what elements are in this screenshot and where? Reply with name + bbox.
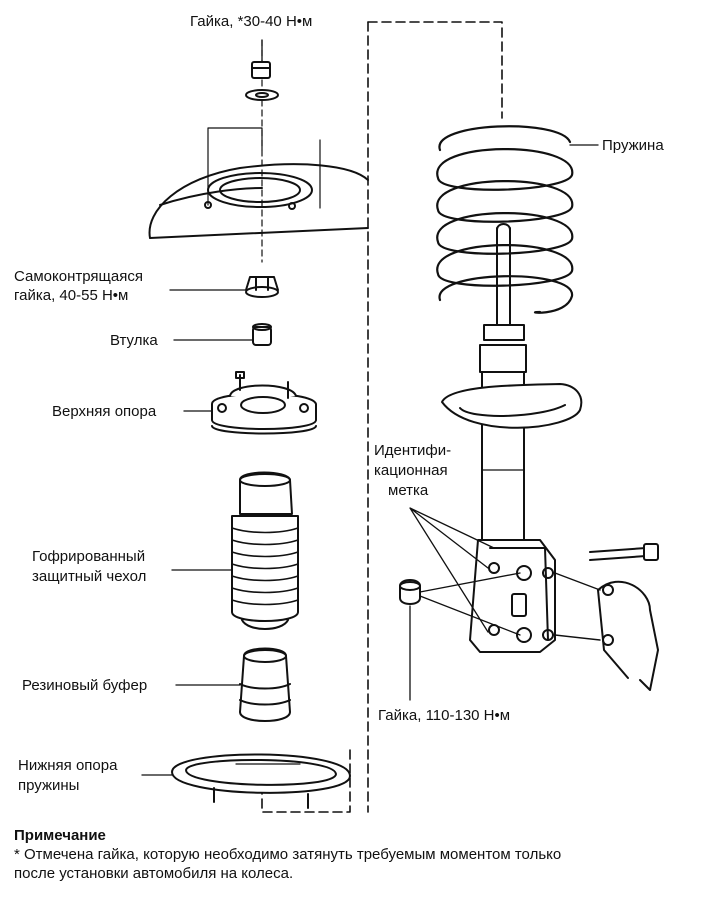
label-bump-stop: Резиновый буфер: [22, 677, 147, 694]
upper-mount-part: [211, 371, 317, 435]
note-title: Примечание: [14, 827, 106, 844]
right-leader-lines: [409, 144, 599, 701]
bottom-nut-part: [399, 579, 421, 605]
label-boot-1: Гофрированный: [32, 548, 145, 565]
note-line-2: после установки автомобиля на колеса.: [14, 865, 294, 882]
label-id-mark-1: Идентифи-: [374, 442, 451, 459]
coil-spring-part: [436, 125, 574, 314]
labels: Гайка, *30-40 Н•м Самоконтрящаяся гайка,…: [14, 13, 664, 794]
protective-boot-part: [231, 471, 299, 630]
strut-tower-panel: [148, 127, 369, 239]
label-lower-seat-2: пружины: [18, 777, 79, 794]
knuckle-bracket: [469, 539, 556, 653]
top-nut-part: [245, 61, 279, 101]
bushing-part: [252, 323, 272, 346]
label-self-locking-nut-1: Самоконтрящаяся: [14, 268, 143, 285]
self-locking-nut-part: [245, 276, 279, 298]
note-block: Примечание * Отмечена гайка, которую нео…: [14, 826, 714, 883]
leader-lines: [141, 39, 263, 776]
label-self-locking-nut-2: гайка, 40-55 Н•м: [14, 287, 128, 304]
label-lower-seat-1: Нижняя опора: [18, 757, 118, 774]
label-boot-2: защитный чехол: [32, 568, 146, 585]
label-top-nut: Гайка, *30-40 Н•м: [190, 13, 312, 30]
shock-absorber-body: [441, 344, 583, 541]
label-id-mark-3: метка: [388, 482, 429, 499]
rubber-bump-stop-part: [239, 647, 291, 722]
label-bottom-nut: Гайка, 110-130 Н•м: [378, 707, 510, 724]
piston-rod: [483, 223, 525, 341]
label-upper-mount: Верхняя опора: [52, 403, 157, 420]
label-bushing: Втулка: [110, 332, 158, 349]
label-id-mark-2: кационная: [374, 462, 448, 479]
lower-spring-seat-part: [171, 753, 351, 809]
note-line-1: * Отмечена гайка, которую необходимо зат…: [14, 846, 562, 863]
bolt-and-knuckle: [554, 543, 659, 691]
label-spring: Пружина: [602, 137, 664, 154]
